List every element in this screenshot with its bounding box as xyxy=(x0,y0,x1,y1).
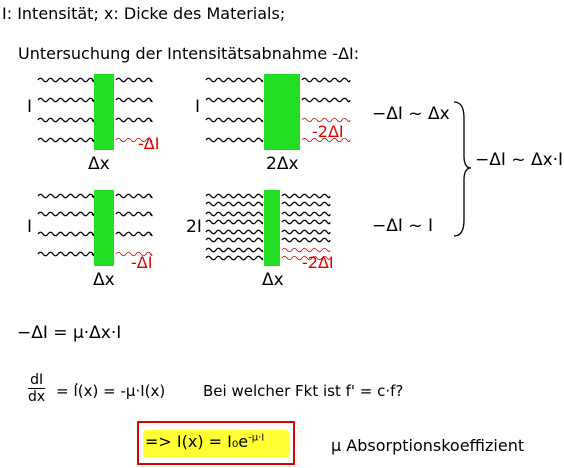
incident-wave xyxy=(37,211,95,217)
transmitted-wave xyxy=(281,193,331,199)
relation-combined: −ΔI ~ Δx·I xyxy=(475,150,564,170)
transmitted-wave xyxy=(115,77,153,83)
header-line-1: I: Intensität; x: Dicke des Materials; xyxy=(2,4,286,23)
transmitted-wave xyxy=(115,97,153,103)
derivative-fraction: dI dx xyxy=(28,372,46,405)
transmitted-wave xyxy=(115,117,153,123)
incident-wave xyxy=(205,77,264,83)
transmitted-wave xyxy=(115,211,153,217)
header-line-2: Untersuchung der Intensitätsabnahme -ΔI: xyxy=(18,44,360,63)
panel1-incident-label: I xyxy=(27,97,33,117)
transmitted-wave xyxy=(115,231,153,237)
attenuated-wave xyxy=(301,137,351,143)
panel3-loss-label: -ΔI xyxy=(131,253,153,272)
differential-rhs: (x) = -μ·I(x) xyxy=(77,382,166,400)
solution-exponent: -μ·I xyxy=(248,432,265,444)
solution-highlight xyxy=(143,430,289,458)
attenuated-wave xyxy=(115,137,153,143)
incident-wave xyxy=(205,255,264,261)
solution-formula: => I(x) = I₀e-μ·I xyxy=(145,432,264,451)
panel1-loss-label: -ΔI xyxy=(138,134,160,153)
panel4-loss-label: -2ΔI xyxy=(302,253,334,272)
incident-wave xyxy=(205,137,264,143)
panel4-thickness-label: Δx xyxy=(262,270,284,290)
transmitted-wave xyxy=(281,237,331,243)
panel1-diagram xyxy=(37,74,153,150)
panel3-incident-label: I xyxy=(27,217,33,237)
incident-wave xyxy=(37,117,95,123)
curly-brace xyxy=(453,101,472,237)
material-slab xyxy=(264,74,300,150)
equation-proportional: −ΔI = μ·Δx·I xyxy=(17,323,122,343)
incident-wave xyxy=(205,219,264,225)
transmitted-wave xyxy=(281,229,331,235)
attenuated-wave xyxy=(281,247,331,253)
incident-wave xyxy=(205,237,264,243)
transmitted-wave xyxy=(301,97,351,103)
material-slab xyxy=(264,190,280,266)
panel3-thickness-label: Δx xyxy=(93,270,115,290)
absorption-coefficient-label: μ Absorptionskoeffizient xyxy=(331,436,525,455)
attenuated-wave xyxy=(301,117,351,123)
panel2-thickness-label: 2Δx xyxy=(266,154,299,174)
relation-thickness: −ΔI ~ Δx xyxy=(372,104,450,124)
equals-sign: = xyxy=(56,382,69,400)
attenuated-wave xyxy=(281,255,331,261)
incident-wave xyxy=(37,231,95,237)
transmitted-wave xyxy=(281,211,331,217)
panel3-diagram xyxy=(37,190,153,266)
material-slab xyxy=(94,74,114,150)
transmitted-wave xyxy=(301,77,351,83)
incident-wave xyxy=(205,229,264,235)
attenuated-wave xyxy=(115,251,153,257)
solution-box: => I(x) = I₀e-μ·I xyxy=(137,421,295,465)
incident-wave xyxy=(205,247,264,253)
material-slab xyxy=(94,190,114,266)
derivative-denominator: dx xyxy=(28,389,46,405)
panel1-thickness-label: Δx xyxy=(88,154,110,174)
panel4-incident-label: 2I xyxy=(186,217,202,237)
incident-wave xyxy=(37,97,95,103)
incident-wave xyxy=(205,211,264,217)
relation-intensity: −ΔI ~ I xyxy=(372,216,433,236)
derivative-numerator: dI xyxy=(28,372,46,389)
incident-wave xyxy=(205,201,264,207)
panel2-loss-label: -2ΔI xyxy=(312,122,344,141)
panel2-diagram xyxy=(205,74,351,150)
idot-symbol: I xyxy=(73,373,79,400)
function-question: Bei welcher Fkt ist f' = c·f? xyxy=(203,382,404,400)
incident-wave xyxy=(205,97,264,103)
differential-equation: = I(x) = -μ·I(x) xyxy=(56,373,166,400)
transmitted-wave xyxy=(281,201,331,207)
incident-wave xyxy=(37,77,95,83)
incident-wave xyxy=(205,117,264,123)
panel4-diagram xyxy=(205,190,331,266)
solution-prefix: => I(x) = I₀e xyxy=(145,432,249,451)
incident-wave xyxy=(37,193,95,199)
transmitted-wave xyxy=(281,219,331,225)
panel2-incident-label: I xyxy=(195,97,201,117)
transmitted-wave xyxy=(115,193,153,199)
incident-wave xyxy=(205,193,264,199)
incident-wave xyxy=(37,251,95,257)
incident-wave xyxy=(37,137,95,143)
